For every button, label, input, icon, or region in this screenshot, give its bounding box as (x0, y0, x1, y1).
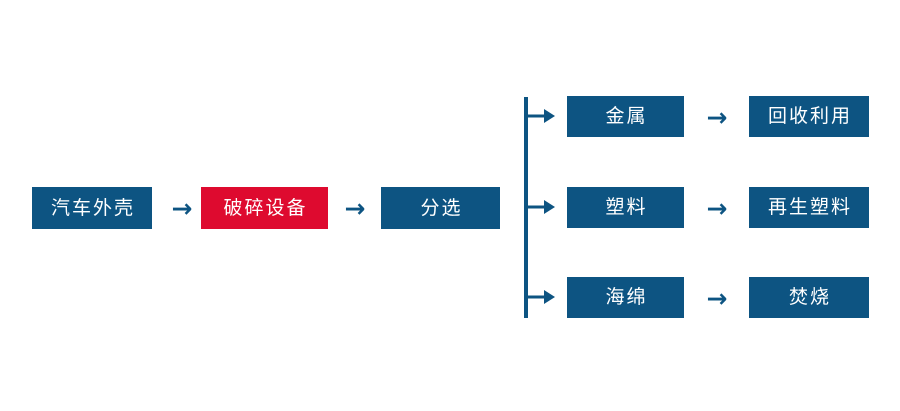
node-sponge-label: 海绵 (605, 287, 648, 308)
branch-trunk-line (524, 97, 528, 318)
node-recycled-plastic[interactable]: 再生塑料 (749, 187, 869, 228)
arrow-right-icon-metal-to-recycle: → (706, 102, 728, 132)
node-incineration-label: 焚烧 (788, 287, 831, 308)
node-metal-label: 金属 (605, 106, 648, 127)
branch-arrow-icon-plastic (527, 199, 555, 215)
branch-arrow-icon-metal (527, 108, 555, 124)
node-recycled-plastic-label: 再生塑料 (767, 197, 852, 218)
node-crusher[interactable]: 破碎设备 (201, 187, 328, 229)
node-recycle[interactable]: 回收利用 (749, 96, 869, 137)
branch-arrow-icon-sponge (527, 289, 555, 305)
node-plastic[interactable]: 塑料 (567, 187, 684, 228)
node-car-shell-label: 汽车外壳 (50, 197, 135, 219)
arrow-right-icon-plastic-to-recycled-plastic: → (706, 193, 728, 223)
arrow-right-icon-car-shell-to-crusher: → (171, 193, 193, 223)
node-sorting-label: 分选 (420, 197, 463, 219)
node-recycle-label: 回收利用 (767, 106, 852, 127)
node-car-shell[interactable]: 汽车外壳 (32, 187, 152, 229)
arrow-right-icon-crusher-to-sorting: → (344, 193, 366, 223)
node-plastic-label: 塑料 (605, 197, 648, 218)
node-sorting[interactable]: 分选 (381, 187, 500, 229)
node-crusher-label: 破碎设备 (223, 197, 308, 219)
node-incineration[interactable]: 焚烧 (749, 277, 869, 318)
node-sponge[interactable]: 海绵 (567, 277, 684, 318)
node-metal[interactable]: 金属 (567, 96, 684, 137)
arrow-right-icon-sponge-to-incineration: → (706, 283, 728, 313)
